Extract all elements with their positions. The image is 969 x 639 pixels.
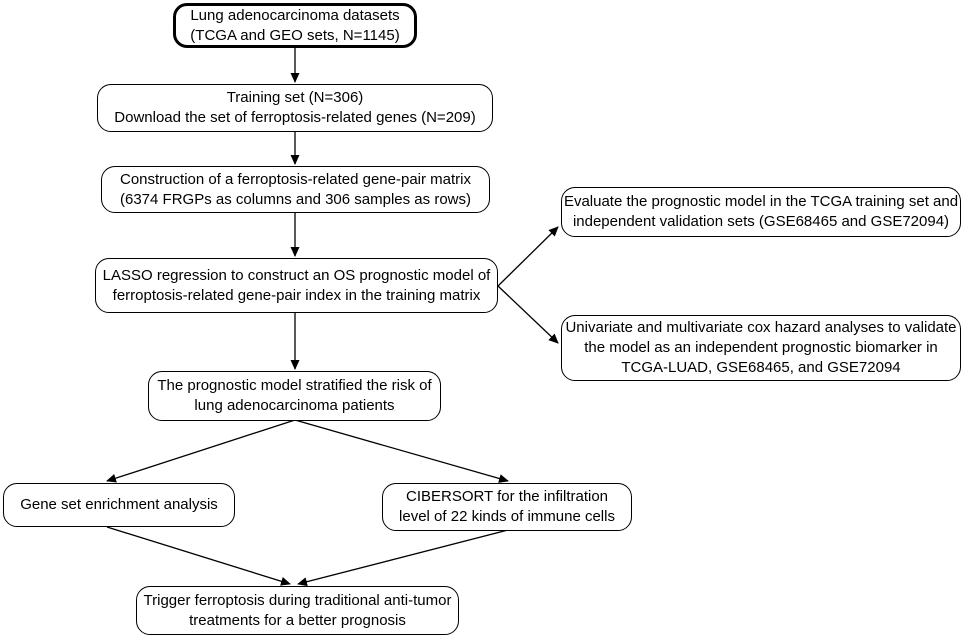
trigger-ferroptosis-node-line: Trigger ferroptosis during traditional a… [143, 591, 452, 609]
risk-stratification-node: The prognostic model stratified the risk… [148, 371, 441, 421]
cibersort-node-line: level of 22 kinds of immune cells [399, 508, 615, 525]
training-set-node-line: Download the set of ferroptosis-related … [114, 109, 476, 126]
datasets-node-line: (TCGA and GEO sets, N=1145) [190, 26, 400, 44]
lasso-regression-node-line: ferroptosis-related gene-pair index in t… [112, 286, 481, 304]
gene-pair-matrix-node-line: (6374 FRGPs as columns and 306 samples a… [120, 190, 471, 208]
lasso-regression-node: LASSO regression to construct an OS prog… [95, 258, 498, 313]
gsea-node: Gene set enrichment analysis [3, 483, 235, 527]
arrow-lasso-to-cox [497, 285, 559, 344]
risk-stratification-node-line: lung adenocarcinoma patients [194, 397, 395, 414]
trigger-ferroptosis-node: Trigger ferroptosis during traditional a… [136, 586, 459, 635]
datasets-node: Lung adenocarcinoma datasets (TCGA and G… [173, 3, 417, 48]
arrow-stratify-to-gsea [106, 419, 296, 483]
arrow-cibersort-to-trigger [297, 529, 509, 587]
cox-analysis-node-line: Univariate and multivariate cox hazard a… [565, 319, 957, 336]
cox-analysis-node-line: TCGA-LUAD, GSE68465, and GSE72094 [621, 359, 901, 376]
arrow-lasso-to-evaluate [497, 226, 559, 287]
evaluate-model-node-line: Evaluate the prognostic model in the TCG… [563, 193, 959, 210]
training-set-node: Training set (N=306) Download the set of… [97, 84, 493, 132]
risk-stratification-node-line: The prognostic model stratified the risk… [157, 377, 432, 394]
arrow-stratify-to-cibersort [294, 419, 509, 483]
evaluate-model-node: Evaluate the prognostic model in the TCG… [561, 187, 961, 237]
gene-pair-matrix-node-line: Construction of a ferroptosis-related ge… [120, 170, 471, 188]
gene-pair-matrix-node: Construction of a ferroptosis-related ge… [101, 166, 490, 213]
cibersort-node: CIBERSORT for the infiltration level of … [382, 483, 632, 531]
training-set-node-line: Training set (N=306) [226, 89, 364, 106]
cox-analysis-node-line: the model as an independent prognostic b… [584, 339, 938, 356]
trigger-ferroptosis-node-line: treatments for a better prognosis [189, 611, 406, 629]
datasets-node-line: Lung adenocarcinoma datasets [190, 6, 400, 24]
cibersort-node-line: CIBERSORT for the infiltration [405, 488, 609, 505]
evaluate-model-node-line: independent validation sets (GSE68465 an… [572, 213, 950, 230]
gsea-node-line: Gene set enrichment analysis [20, 496, 218, 513]
arrow-gsea-to-trigger [106, 526, 291, 586]
lasso-regression-node-line: LASSO regression to construct an OS prog… [102, 266, 491, 284]
cox-analysis-node: Univariate and multivariate cox hazard a… [561, 315, 961, 381]
